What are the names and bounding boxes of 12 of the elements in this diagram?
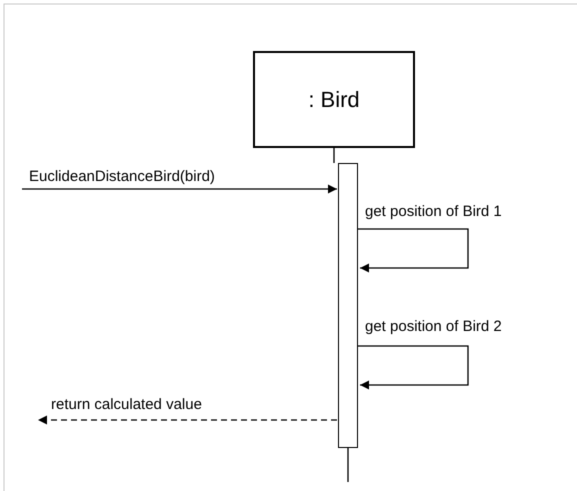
message-label: get position of Bird 1 [364, 203, 503, 221]
activation-bar [338, 163, 358, 448]
object-name: : Bird [308, 86, 360, 112]
return-arrow [38, 416, 337, 424]
message-arrow [22, 184, 337, 194]
message-label: get position of Bird 2 [364, 318, 503, 336]
lifeline [347, 448, 349, 482]
self-call-arrow [358, 345, 469, 390]
lifeline [333, 148, 335, 163]
self-call-arrow [358, 228, 469, 272]
message-label: EuclideanDistanceBird(bird) [28, 168, 216, 186]
object-box [253, 51, 415, 148]
